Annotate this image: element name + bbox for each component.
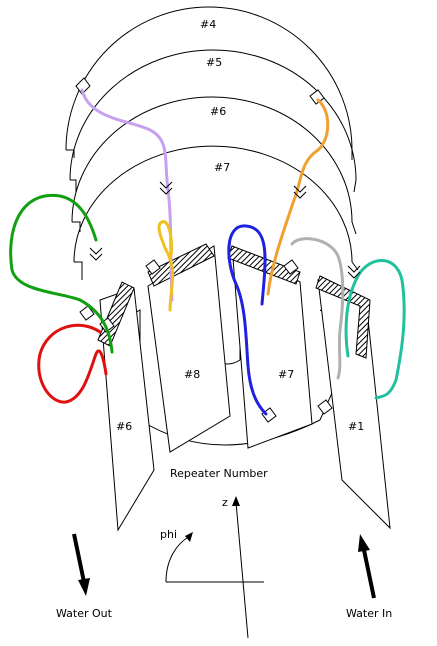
z-axis-arrow-icon [232,496,240,506]
z-axis-label: z [222,496,228,509]
shell-5-label: #5 [206,56,222,69]
repeater-number-label: Repeater Number [170,467,268,480]
shell-7-label: #7 [214,161,230,174]
water-in-label: Water In [346,607,392,620]
shell-6-label: #6 [210,105,226,118]
shell-6-arc [71,96,353,223]
board-7-label: #7 [278,368,294,381]
connector-board-7 [283,259,299,275]
cable-red [37,323,108,404]
hatch-bar-center-left [147,243,215,287]
chevron-down-icon [89,247,103,261]
water-in-arrow-icon [358,534,370,552]
water-out-label: Water Out [56,607,113,620]
cable-teal [344,259,406,400]
chevron-down-icon [347,265,361,279]
cables [9,88,406,416]
phi-indicator: phi [160,528,264,583]
chevrons [89,181,361,279]
phi-label: phi [160,528,177,541]
board-8-label: #8 [184,368,200,381]
connector-left-a [79,305,95,321]
shell-4-label: #4 [200,18,216,31]
connector-board-1 [317,399,333,415]
cable-blue [227,224,268,416]
shell-5-arc [69,49,357,181]
phi-arrow-icon [185,532,193,542]
chevron-down-icon [159,181,173,195]
boards: #6 #8 #7 #1 [99,245,391,532]
board-1-label: #1 [348,420,364,433]
shell-7-arc [73,145,353,263]
water-out-shaft [72,533,86,583]
connector-shell-left [75,77,91,95]
z-axis-line [235,501,249,639]
cable-orange [266,98,330,296]
z-axis: z [222,496,249,639]
cable-yellow [157,220,175,312]
phi-arc [165,535,191,583]
connectors [75,77,333,423]
connector-board-8 [145,259,161,275]
water-out-arrow-icon [78,578,90,596]
water-in: Water In [346,534,392,620]
water-in-shaft [362,549,376,599]
shell-5-edge [70,179,357,193]
cable-gray [290,237,345,380]
shells: #4 #5 #6 #7 [65,6,359,280]
cable-green [9,193,114,354]
hatch-bar-right [315,275,371,359]
shell-6-edge [72,221,357,235]
board-6-label: #6 [116,420,132,433]
chevron-down-icon [293,185,307,199]
water-out: Water Out [56,533,113,620]
core-base-arc [139,419,321,446]
